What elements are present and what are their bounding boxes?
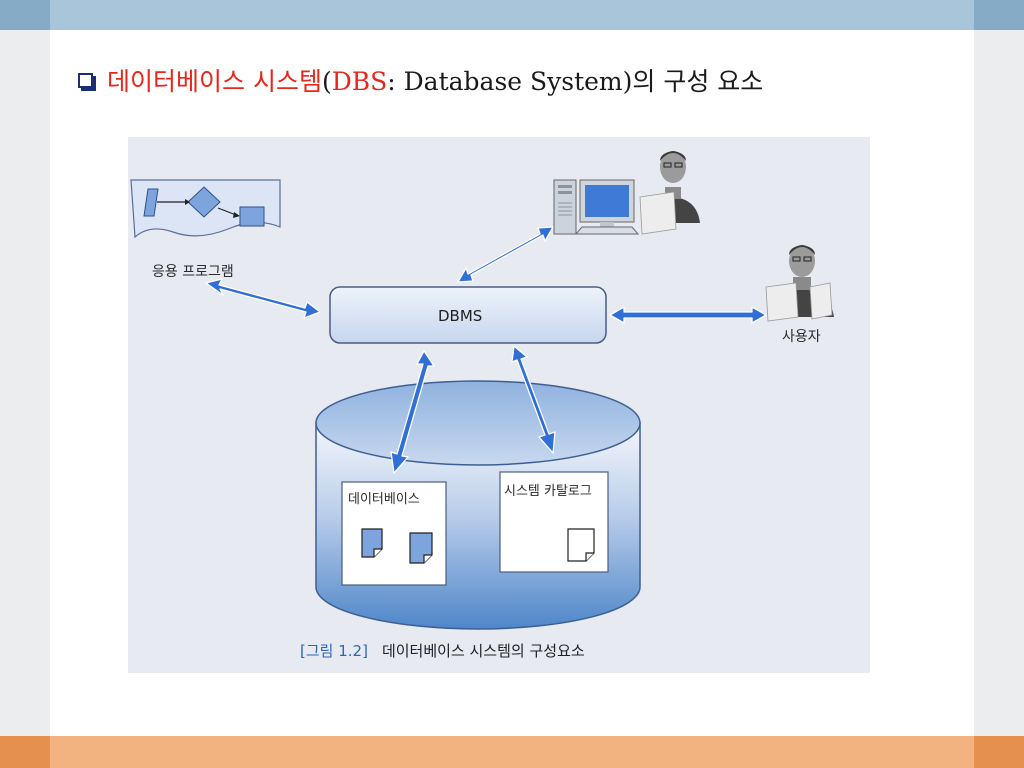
figure-caption: [그림 1.2] 데이터베이스 시스템의 구성요소 <box>300 640 585 661</box>
database-document-icon-1 <box>361 528 383 558</box>
dbms-label: DBMS <box>438 307 483 325</box>
arrow-dbms-database <box>390 350 435 474</box>
arrow-dbms-computer <box>457 226 554 283</box>
arrow-dbms-catalog <box>511 345 556 454</box>
bottom-band-left-cap <box>0 736 50 768</box>
caption-number: [그림 1.2] <box>300 642 368 660</box>
computer-icon <box>553 179 640 235</box>
square-bullet-icon <box>78 73 93 88</box>
top-band-right-cap <box>974 0 1024 30</box>
bottom-decor-band <box>0 736 1024 768</box>
system-catalog-label: 시스템 카탈로그 <box>504 484 592 499</box>
app-program-label: 응용 프로그램 <box>152 264 234 280</box>
catalog-document-icon <box>567 528 595 562</box>
top-band-left-cap <box>0 0 50 30</box>
top-decor-band <box>0 0 1024 30</box>
user-label: 사용자 <box>782 329 821 345</box>
bottom-band-right-cap <box>974 736 1024 768</box>
arrow-dbms-user <box>609 306 767 324</box>
arrow-app-dbms <box>205 278 321 319</box>
user-person-icon-top <box>639 151 700 235</box>
caption-text: 데이터베이스 시스템의 구성요소 <box>381 642 585 660</box>
title-dbs: DBS <box>331 67 388 96</box>
title-rest: : Database System)의 구성 요소 <box>387 67 764 96</box>
application-program-icon <box>130 179 281 239</box>
dbs-diagram <box>130 151 834 630</box>
database-label: 데이터베이스 <box>348 492 420 507</box>
slide-title: 데이터베이스 시스템(DBS: Database System)의 구성 요소 <box>78 62 978 98</box>
database-document-icon-2 <box>409 532 433 564</box>
dbms-box <box>329 286 607 344</box>
title-korean: 데이터베이스 시스템 <box>107 67 322 96</box>
user-person-icon-right <box>765 245 834 322</box>
title-paren: ( <box>321 67 332 96</box>
dbs-components-figure: 응용 프로그램 DBMS 사용자 데이터베이스 시스템 카탈로그 [그림 1.2… <box>128 137 870 673</box>
